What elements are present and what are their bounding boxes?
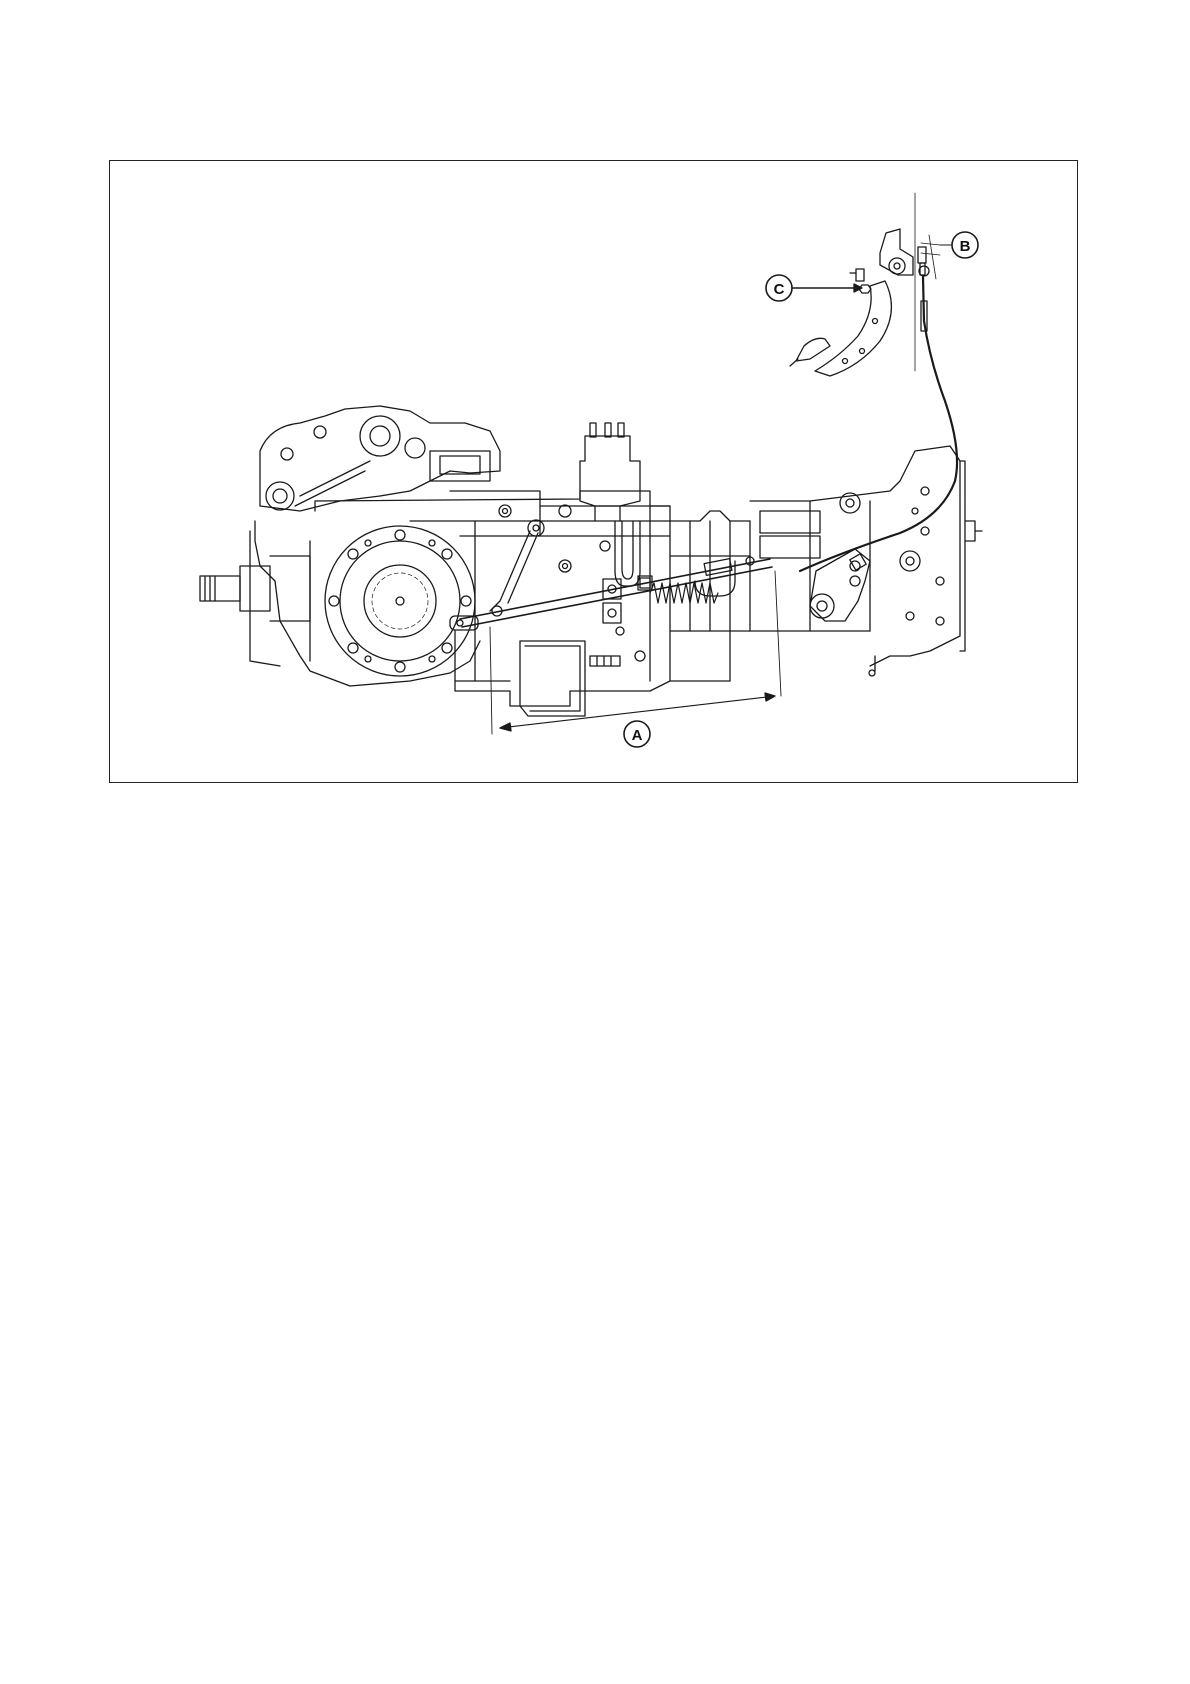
callout-b: B — [940, 232, 978, 258]
callout-c: C — [766, 275, 862, 301]
callout-b-label: B — [960, 238, 971, 255]
clutch-cable — [800, 277, 957, 571]
callout-a-label: A — [632, 727, 643, 744]
transmission-line-drawing: B C — [110, 161, 1079, 784]
dimension-a — [490, 571, 781, 734]
clutch-rod-assembly — [450, 557, 772, 630]
clutch-pedal-assembly — [790, 193, 940, 376]
callout-a: A — [624, 721, 650, 747]
transmission-housing — [200, 406, 982, 716]
figure-frame: B C — [109, 160, 1078, 783]
callout-c-label: C — [774, 281, 785, 298]
